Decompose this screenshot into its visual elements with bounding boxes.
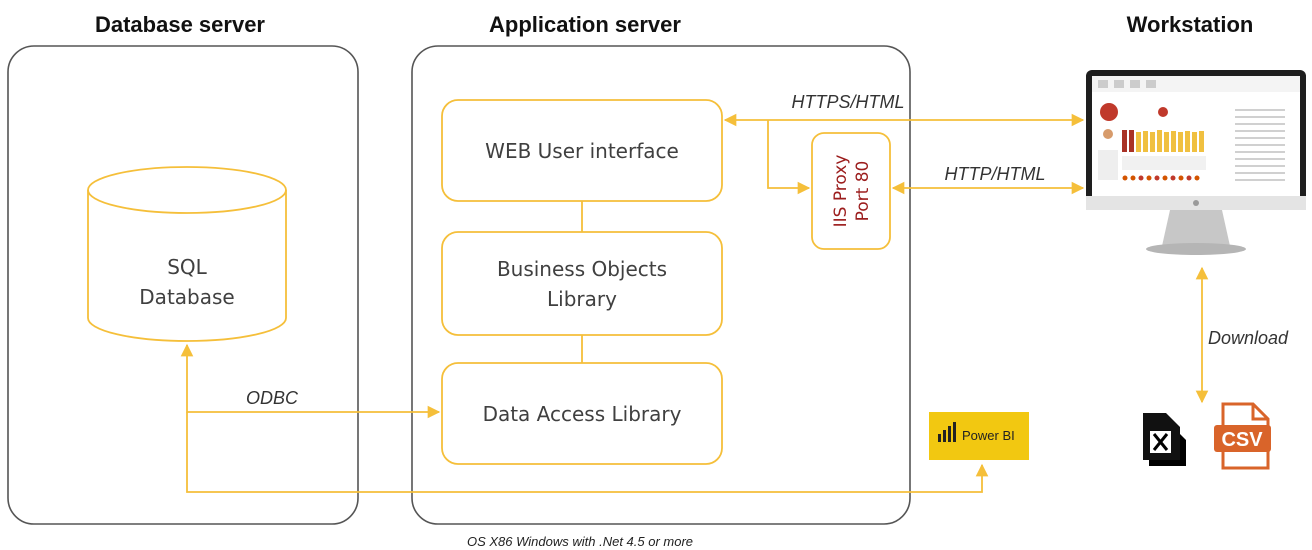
web-ui-label: WEB User interface — [485, 139, 679, 163]
iis-proxy-label-line1: IIS Proxy — [831, 155, 851, 228]
download-label: Download — [1208, 328, 1289, 348]
database-label-line2: Database — [139, 285, 234, 309]
odbc-label: ODBC — [246, 388, 299, 408]
web-to-proxy-arrow — [767, 120, 811, 195]
os-requirement-footer: OS X86 Windows with .Net 4.5 or more — [467, 534, 693, 549]
powerbi-connection-arrow — [186, 412, 989, 493]
database-server-frame — [7, 45, 359, 525]
iis-proxy-label-line2: Port 80 — [853, 161, 873, 222]
csv-file-icon: CSV — [1214, 402, 1271, 470]
database-server-title: Database server — [95, 12, 265, 37]
workstation-monitor-icon — [1086, 70, 1306, 255]
business-objects-label-line1: Business Objects — [497, 257, 667, 281]
application-server-frame — [411, 45, 911, 525]
application-server-title: Application server — [489, 12, 681, 37]
workstation-title: Workstation — [1127, 12, 1254, 37]
data-access-label: Data Access Library — [483, 402, 682, 426]
powerbi-label: Power BI — [962, 428, 1015, 443]
excel-file-icon — [1143, 413, 1186, 466]
database-label-line1: SQL — [167, 255, 207, 279]
sql-database-cylinder — [87, 166, 287, 342]
odbc-connection-arrow — [180, 343, 441, 419]
business-objects-box — [441, 231, 723, 336]
powerbi-icon — [938, 422, 956, 442]
data-access-box — [441, 362, 723, 465]
business-objects-label-line2: Library — [547, 287, 617, 311]
csv-label: CSV — [1221, 429, 1263, 451]
https-label: HTTPS/HTML — [791, 92, 904, 112]
http-label: HTTP/HTML — [945, 164, 1046, 184]
powerbi-badge: Power BI — [929, 412, 1029, 460]
iis-proxy-box — [811, 132, 891, 250]
